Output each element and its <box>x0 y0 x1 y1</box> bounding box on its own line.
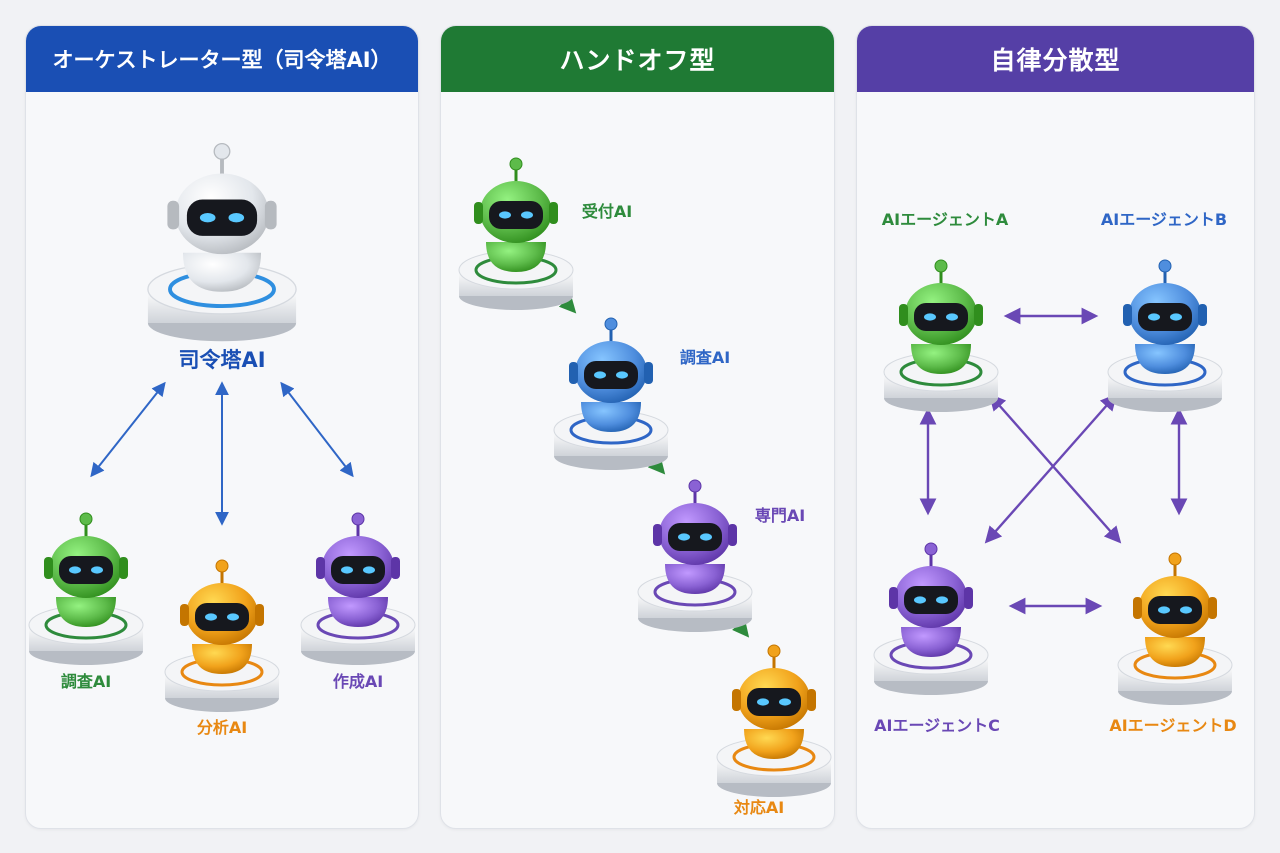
agent-d-robot-icon <box>1115 541 1235 711</box>
robot-label: AIエージェントB <box>1100 210 1228 229</box>
creation-robot-icon <box>298 501 418 671</box>
orchestrator-panel: オーケストレーター型（司令塔AI） <box>25 25 419 829</box>
robot-label: 司令塔AI <box>178 348 266 372</box>
panel-title: ハンドオフ型 <box>441 26 834 92</box>
orchestrator-research-link-arrow <box>90 381 166 478</box>
robot-label: AIエージェントA <box>881 210 1009 229</box>
agent-b-robot-icon <box>1105 248 1225 418</box>
response-robot-icon <box>714 633 834 803</box>
robot-label: 分析AI <box>196 718 248 737</box>
agent-a-robot-icon <box>881 248 1001 418</box>
robot-label: 調査AI <box>679 348 731 367</box>
analysis-robot-icon <box>162 548 282 718</box>
robot-label: 対応AI <box>733 798 785 817</box>
robot-label: AIエージェントD <box>1109 716 1237 735</box>
research-robot-icon <box>551 306 671 476</box>
robot-label: AIエージェントC <box>874 716 1000 735</box>
orchestrator-robot-icon <box>144 128 300 349</box>
robot-label: 受付AI <box>581 202 633 221</box>
robot-label: 作成AI <box>332 672 384 691</box>
autonomous-panel: 自律分散型 AIエージェントA <box>856 25 1255 829</box>
research-robot-icon <box>26 501 146 671</box>
agent-c-robot-icon <box>871 531 991 701</box>
robot-label: 専門AI <box>754 506 806 525</box>
handoff-panel: ハンドオフ型 <box>440 25 835 829</box>
panel-title: オーケストレーター型（司令塔AI） <box>26 26 418 92</box>
orchestrator-diagram <box>90 381 354 526</box>
agent-b-c-link-arrow <box>984 393 1118 544</box>
agent-a-d-link-arrow <box>988 393 1122 544</box>
panel-title: 自律分散型 <box>857 26 1254 92</box>
specialist-robot-icon <box>635 468 755 638</box>
reception-robot-icon <box>456 146 576 316</box>
robot-label: 調査AI <box>60 672 112 691</box>
autonomous-diagram <box>919 307 1188 615</box>
orchestrator-creation-link-arrow <box>280 381 354 478</box>
